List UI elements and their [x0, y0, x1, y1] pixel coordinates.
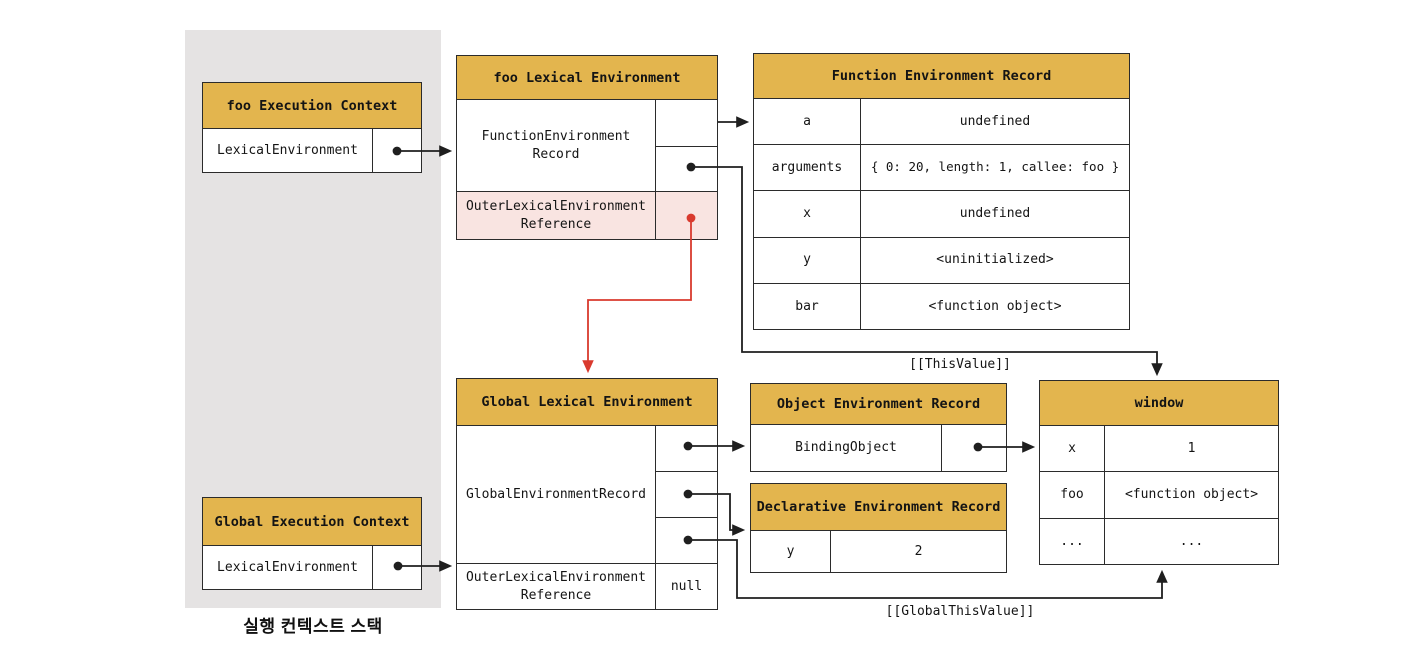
global-execution-context-title: Global Execution Context	[203, 498, 421, 546]
global-ec-pointer-cell	[373, 546, 421, 589]
global-outer-lexical-environment-reference-label: OuterLexicalEnvironment Reference	[457, 564, 656, 609]
foo-ec-pointer-cell	[373, 129, 421, 172]
window-key: x	[1040, 426, 1105, 472]
fer-value: <uninitialized>	[936, 252, 1054, 268]
fer-value: { 0: 20, length: 1, callee: foo }	[870, 159, 1120, 175]
function-environment-record-label: FunctionEnvironment Record	[457, 100, 656, 191]
fer-value: undefined	[959, 206, 1031, 222]
execution-context-stack-label: 실행 컨텍스트 스택	[243, 617, 383, 636]
global-outer-ref-null-value: null	[670, 578, 703, 594]
global-lexical-environment-box: Global Lexical Environment GlobalEnviron…	[456, 378, 718, 610]
global-lexical-environment-title: Global Lexical Environment	[457, 379, 717, 426]
fer-key: arguments	[754, 145, 861, 191]
global-le-pointer-cell-object	[656, 426, 717, 472]
foo-outer-lexical-environment-reference-label: OuterLexicalEnvironment Reference	[457, 192, 656, 239]
global-le-pointer-cell-this	[656, 518, 717, 563]
object-environment-record-title: Object Environment Record	[751, 384, 1006, 425]
window-object-table: window x 1 foo <function object> ... ...	[1039, 380, 1279, 565]
foo-le-pointer-cell-this	[656, 147, 717, 191]
this-value-arrow-label: [[ThisValue]]	[909, 357, 1011, 372]
foo-lexical-environment-title: foo Lexical Environment	[457, 56, 717, 100]
arrow-outer-ref-to-global-le	[582, 218, 692, 374]
foo-le-pointer-cell-record	[656, 100, 717, 147]
object-environment-record-box: Object Environment Record BindingObject	[750, 383, 1007, 472]
window-key: ...	[1040, 518, 1105, 564]
binding-object-pointer-cell	[942, 425, 1006, 471]
fer-value: <function object>	[928, 298, 1062, 314]
global-execution-context-box: Global Execution Context LexicalEnvironm…	[202, 497, 422, 590]
fer-key: bar	[754, 283, 861, 330]
window-value: ...	[1179, 533, 1204, 549]
window-value: <function object>	[1124, 487, 1259, 503]
window-value: 1	[1187, 440, 1196, 456]
global-environment-record-label: GlobalEnvironmentRecord	[457, 426, 656, 563]
window-object-title: window	[1040, 381, 1278, 426]
foo-lexical-environment-box: foo Lexical Environment FunctionEnvironm…	[456, 55, 718, 240]
der-value: 2	[914, 543, 923, 559]
fer-key: x	[754, 191, 861, 237]
foo-execution-context-title: foo Execution Context	[203, 83, 421, 129]
declarative-environment-record-title: Declarative Environment Record	[751, 484, 1006, 531]
window-key: foo	[1040, 472, 1105, 518]
fer-key: a	[754, 99, 861, 145]
global-ec-lexical-environment-label: LexicalEnvironment	[203, 546, 373, 589]
der-key: y	[751, 531, 831, 572]
global-le-pointer-cell-declarative	[656, 472, 717, 518]
function-environment-record-title: Function Environment Record	[754, 54, 1129, 99]
foo-outer-ref-pointer-cell	[656, 192, 717, 239]
fer-value: undefined	[959, 113, 1031, 129]
binding-object-label: BindingObject	[751, 425, 942, 471]
foo-execution-context-box: foo Execution Context LexicalEnvironment	[202, 82, 422, 173]
function-environment-record-table: Function Environment Record a undefined …	[753, 53, 1130, 330]
fer-key: y	[754, 237, 861, 283]
global-this-value-arrow-label: [[GlobalThisValue]]	[885, 604, 1035, 619]
foo-ec-lexical-environment-label: LexicalEnvironment	[203, 129, 373, 172]
declarative-environment-record-box: Declarative Environment Record y 2	[750, 483, 1007, 573]
